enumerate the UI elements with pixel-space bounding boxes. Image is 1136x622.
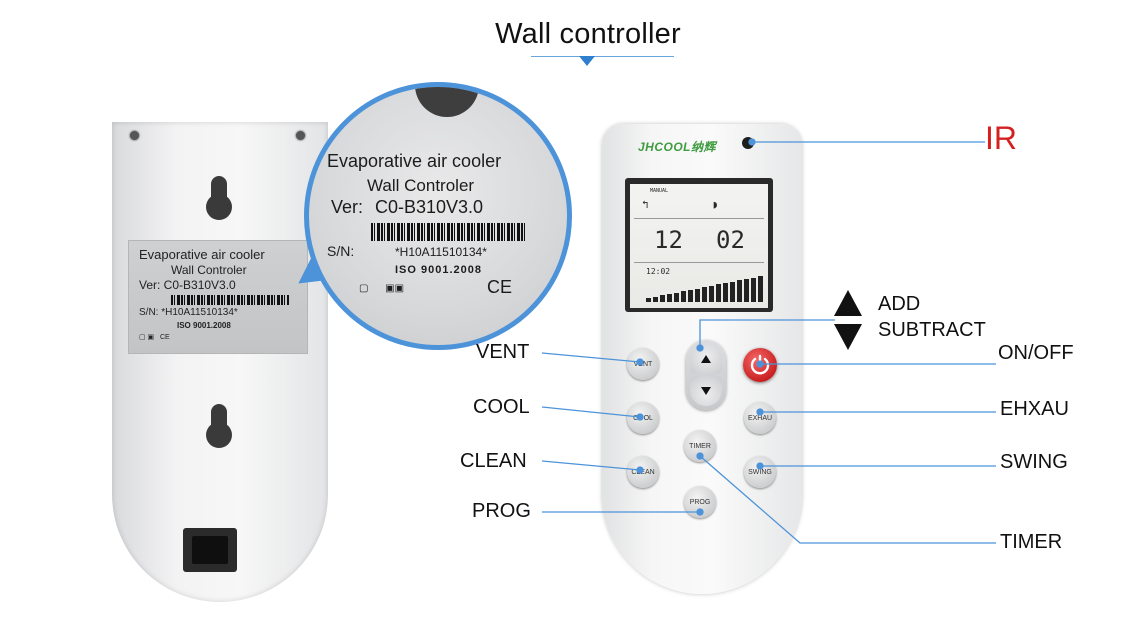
clean-callout: CLEAN <box>460 450 527 472</box>
back-label-line: S/N: *H10A11510134* <box>139 307 238 318</box>
rj-connector-socket <box>192 536 228 564</box>
lcd-level-bar <box>653 297 658 302</box>
vent-callout: VENT <box>476 341 530 363</box>
keyhole-icon <box>206 176 232 220</box>
lcd-mode-text: MANUAL <box>650 188 669 194</box>
ce-mark: CE <box>487 277 513 297</box>
lcd-level-bar <box>723 283 728 302</box>
lens-label-line: Wall Controler <box>367 176 475 195</box>
swing-callout: SWING <box>1000 451 1068 473</box>
lcd-level-bar <box>681 291 686 302</box>
cool-callout: COOL <box>473 396 530 418</box>
lcd-left-number: 12 <box>654 226 683 254</box>
prog-callout: PROG <box>472 500 531 522</box>
lens-sn-key: S/N: <box>327 243 355 259</box>
exhau-button[interactable]: EXHAU <box>744 402 776 434</box>
lcd-level-bar <box>646 298 651 302</box>
lcd-level-bar <box>751 278 756 302</box>
subtract-triangle-icon <box>834 324 862 350</box>
timer-callout: TIMER <box>1000 531 1063 553</box>
screw-icon <box>130 131 139 140</box>
keyhole-icon <box>206 404 232 448</box>
lcd-level-bar <box>758 276 763 302</box>
add-callout: ADD <box>878 293 921 315</box>
lcd-level-bar <box>744 279 749 302</box>
lcd-level-bar <box>702 287 707 302</box>
title-underline <box>531 56 674 57</box>
lcd-level-bar <box>688 290 693 302</box>
lcd-time-text: 12:02 <box>646 267 671 276</box>
add-triangle-icon <box>834 290 862 316</box>
ehxau-callout: EHXAU <box>1000 398 1069 420</box>
screw-icon <box>296 131 305 140</box>
page-title: Wall controller <box>495 18 681 50</box>
arrow-down-icon <box>701 387 711 395</box>
lens-iso: ISO 9001.2008 <box>395 264 483 276</box>
on-off-callout: ON/OFF <box>998 342 1074 364</box>
up-button[interactable] <box>690 344 722 374</box>
lcd-level-bar <box>737 280 742 302</box>
lcd-level-bar <box>716 284 721 302</box>
back-label-line: Evaporative air cooler <box>139 247 265 262</box>
subtract-callout: SUBTRACT <box>878 319 986 341</box>
lcd-right-number: 02 <box>716 226 745 254</box>
down-button[interactable] <box>690 376 722 406</box>
lens-ver-value: C0-B310V3.0 <box>375 197 484 217</box>
lcd-divider <box>634 218 764 219</box>
cert-icons: ▢ ▣▣ <box>359 283 405 294</box>
back-label-line: Ver: C0-B310V3.0 <box>139 278 236 292</box>
back-label-line: ISO 9001.2008 <box>177 321 231 330</box>
magnifier-lens: Evaporative air cooler Wall Controler Ve… <box>304 82 572 350</box>
lens-ver-key: Ver: <box>331 197 364 217</box>
lcd-level-bar <box>709 286 714 302</box>
back-label-line: Wall Controler <box>171 263 247 277</box>
lcd-level-bar <box>667 294 672 302</box>
brand-logo: JHCOOL纳辉 <box>638 140 717 154</box>
ir-callout: IR <box>985 120 1017 156</box>
lcd-level-bar <box>660 295 665 302</box>
cert-icons: ▢ ▣ CE <box>139 334 170 341</box>
swing-symbol-icon: ↰ <box>642 198 649 211</box>
lcd-level-bar <box>730 282 735 302</box>
arrow-up-icon <box>701 355 711 363</box>
barcode-icon <box>171 295 289 305</box>
back-product-label: Evaporative air cooler Wall Controler Ve… <box>128 240 308 354</box>
barcode-icon <box>371 223 527 241</box>
lens-label-line: Evaporative air cooler <box>327 151 502 171</box>
title-down-arrow-icon <box>579 56 595 66</box>
lcd-divider <box>634 262 764 263</box>
lens-sn-value: *H10A11510134* <box>395 245 487 259</box>
lcd-level-bar <box>674 293 679 302</box>
fan-symbol-icon: ◗ <box>712 198 719 211</box>
lcd-level-bar <box>695 289 700 302</box>
prog-button[interactable]: PROG <box>684 486 716 518</box>
swing-button[interactable]: SWING <box>744 456 776 488</box>
